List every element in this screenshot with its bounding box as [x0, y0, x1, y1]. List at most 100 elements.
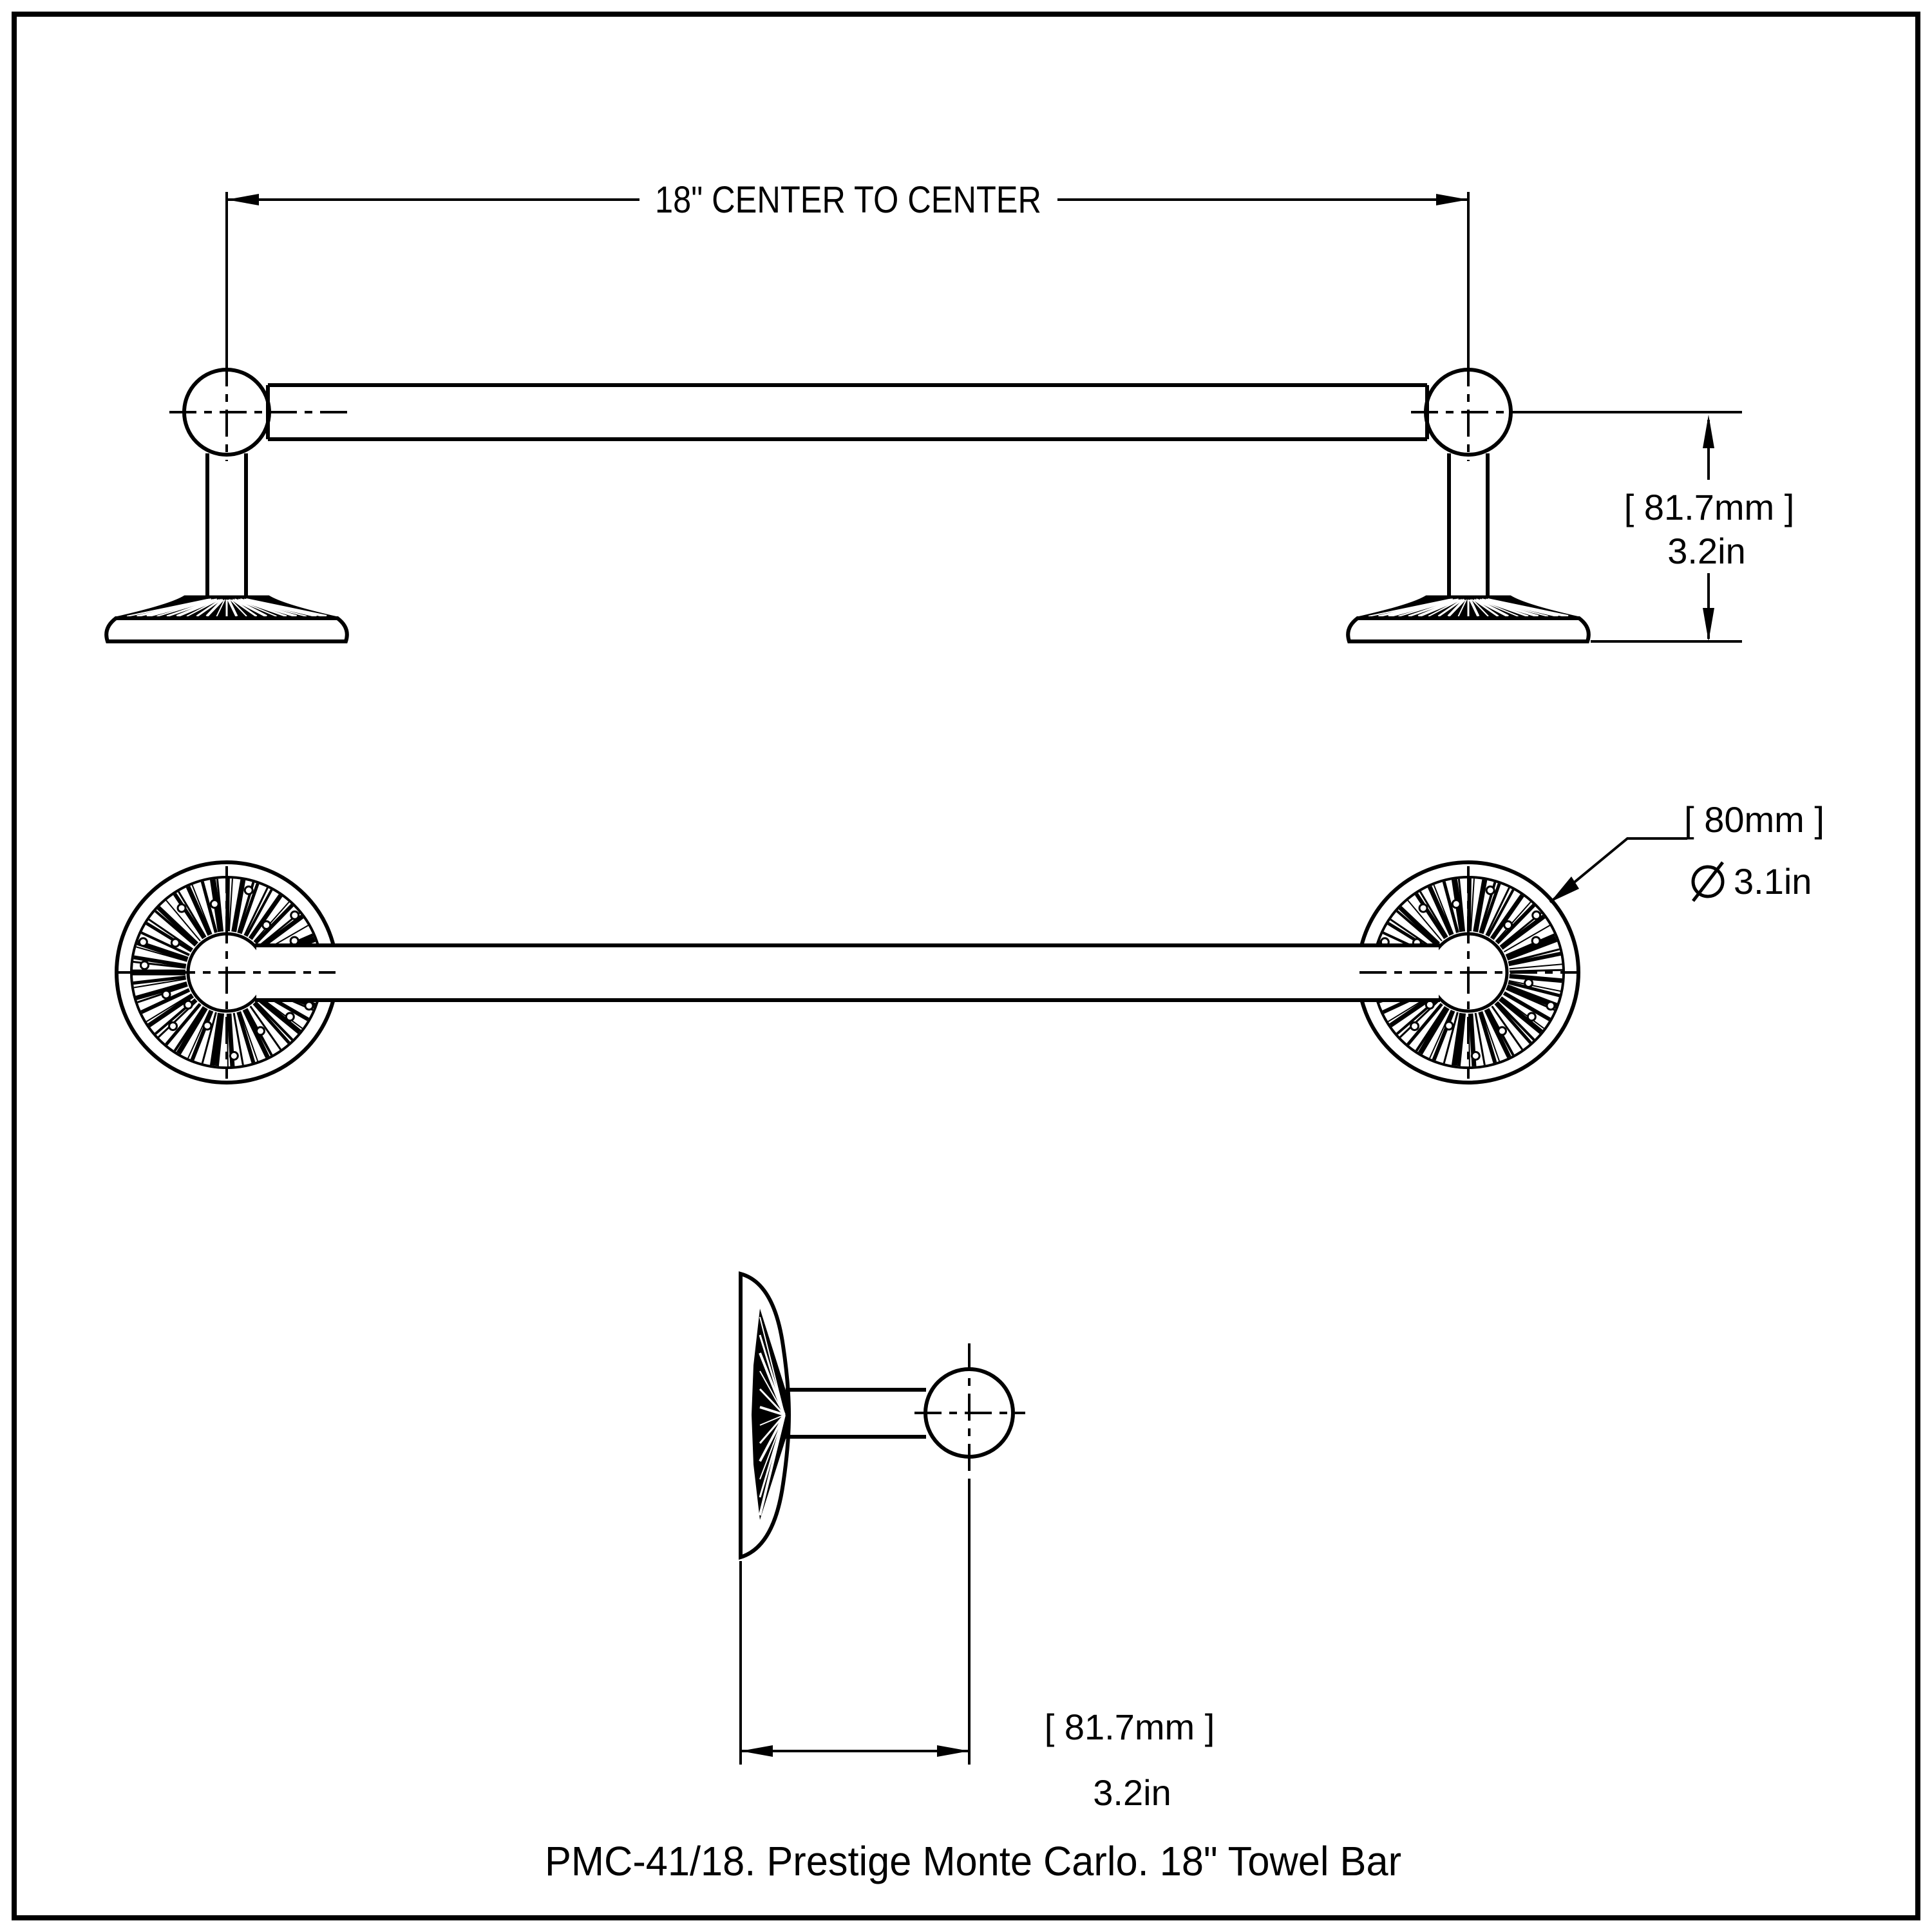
hatch-spoke	[178, 891, 207, 938]
hatch-spoke	[1457, 878, 1466, 932]
wall-plate-dome-streaks	[759, 1316, 786, 1516]
hatch-spoke	[1443, 1012, 1459, 1064]
hatch-spoke	[1508, 948, 1560, 963]
hatch-bead	[170, 938, 180, 948]
towel-bar-plan	[255, 943, 1440, 1002]
hatch-spoke	[1509, 974, 1562, 983]
hatch-spoke	[146, 993, 192, 1023]
hatch-spoke	[254, 1001, 294, 1041]
hatch-spoke	[1480, 883, 1501, 934]
dome-streak	[227, 599, 238, 617]
hatch-bead	[285, 1012, 295, 1022]
hatch-spoke	[1485, 887, 1510, 936]
hatch-spoke	[1396, 910, 1438, 947]
hatch-spoke	[133, 975, 186, 985]
dome-streak	[1475, 598, 1509, 618]
dim-flange-metric: [ 80mm ]	[1684, 799, 1824, 840]
hatch-bead	[176, 903, 187, 913]
hatch-bead	[138, 937, 148, 947]
hatch-spoke	[133, 955, 187, 968]
hatch-bead	[209, 899, 220, 909]
hatch-spoke	[1486, 889, 1515, 937]
hatch-spoke	[1499, 996, 1543, 1034]
dim-height-metric: [ 81.7mm ]	[1624, 487, 1795, 527]
hatch-spoke	[1500, 914, 1546, 950]
hatch-spoke	[1415, 1006, 1447, 1052]
hatch-spoke	[1509, 969, 1562, 972]
hatch-bead	[139, 960, 149, 971]
hatch-spoke	[1407, 900, 1443, 942]
hatch-bead	[1531, 936, 1541, 946]
hatch-spoke	[147, 994, 194, 1028]
hatch-spoke	[1398, 905, 1440, 946]
hatch-spoke	[1494, 1002, 1532, 1045]
hatch-bead	[1524, 978, 1534, 988]
hatch-spoke	[1478, 1011, 1497, 1063]
hatch-spoke	[228, 878, 233, 932]
hatch-spoke	[1508, 980, 1561, 992]
right-post	[1447, 453, 1490, 597]
dim-height-imperial: 3.2in	[1667, 531, 1745, 571]
hatch-spoke	[245, 889, 273, 937]
hatch-spoke	[187, 1009, 211, 1059]
hatch-bead	[1444, 1021, 1454, 1031]
hatch-bead	[1497, 1026, 1507, 1036]
hatch-bead	[1418, 903, 1428, 913]
dome-streak	[1477, 599, 1519, 617]
hatch-bead	[183, 999, 193, 1010]
front-elevation-view: 18" CENTER TO CENTER [ 81.7mm ] 3.2in	[104, 179, 1795, 643]
extension-lines-center-to-center	[225, 192, 1470, 364]
page-border	[12, 12, 1920, 1920]
bar-mask	[256, 947, 1439, 999]
leader-line-flange	[1549, 837, 1687, 904]
hatch-spoke	[148, 918, 193, 951]
hatch-bead	[1451, 899, 1461, 909]
hatch-spoke	[1496, 1001, 1535, 1041]
hatch-spoke	[240, 1011, 259, 1062]
hatch-bead	[243, 885, 254, 895]
hatch-spoke	[1503, 925, 1550, 952]
hatch-spoke	[201, 1012, 217, 1064]
hatch-bead	[229, 1051, 239, 1061]
hatch-spoke	[231, 879, 246, 933]
hatch-spoke	[236, 1011, 256, 1063]
hatch-spoke	[216, 878, 224, 932]
hatch-bead	[168, 1021, 178, 1031]
hatch-bead	[1546, 1001, 1556, 1011]
dome-streak	[1398, 599, 1455, 617]
fan-streak	[759, 1370, 785, 1416]
dome-streak	[1457, 599, 1467, 617]
hatch-spoke	[140, 988, 191, 1014]
hatch-spoke	[1481, 1011, 1501, 1062]
wall-plate-dome-hatch	[752, 1309, 787, 1520]
hatch-bead	[256, 1026, 265, 1036]
dome-streak	[1437, 598, 1463, 618]
leader-arrowhead-icon	[1550, 876, 1579, 902]
hatch-spoke	[1484, 1009, 1511, 1059]
hatch-spoke	[1490, 894, 1524, 940]
hatch-spoke	[1442, 881, 1459, 933]
hatch-spoke	[165, 1003, 202, 1046]
dome-streak	[1469, 599, 1480, 617]
hatch-spoke	[156, 905, 198, 946]
dim-projection-imperial: 3.2in	[1093, 1772, 1171, 1813]
dome-streak	[1472, 599, 1489, 617]
hatch-spoke	[1427, 886, 1454, 936]
hatch-spoke	[185, 886, 212, 936]
dome-streak	[1473, 598, 1499, 618]
hatch-spoke	[191, 884, 213, 934]
diameter-icon	[1691, 861, 1725, 902]
hatch-spoke	[1502, 991, 1551, 1021]
hatch-spoke	[166, 900, 201, 942]
hatch-spoke	[1470, 878, 1475, 932]
hatch-spoke	[1508, 981, 1560, 998]
left-base-dome-streaks	[126, 598, 327, 618]
side-arm	[786, 1388, 926, 1439]
left-hub-crosshair	[118, 866, 336, 1079]
hatch-spoke	[254, 904, 294, 945]
plan-view: [ 80mm ] 3.1in	[115, 799, 1824, 1084]
dome-streak	[1417, 598, 1459, 618]
hatch-bead	[1503, 920, 1513, 930]
